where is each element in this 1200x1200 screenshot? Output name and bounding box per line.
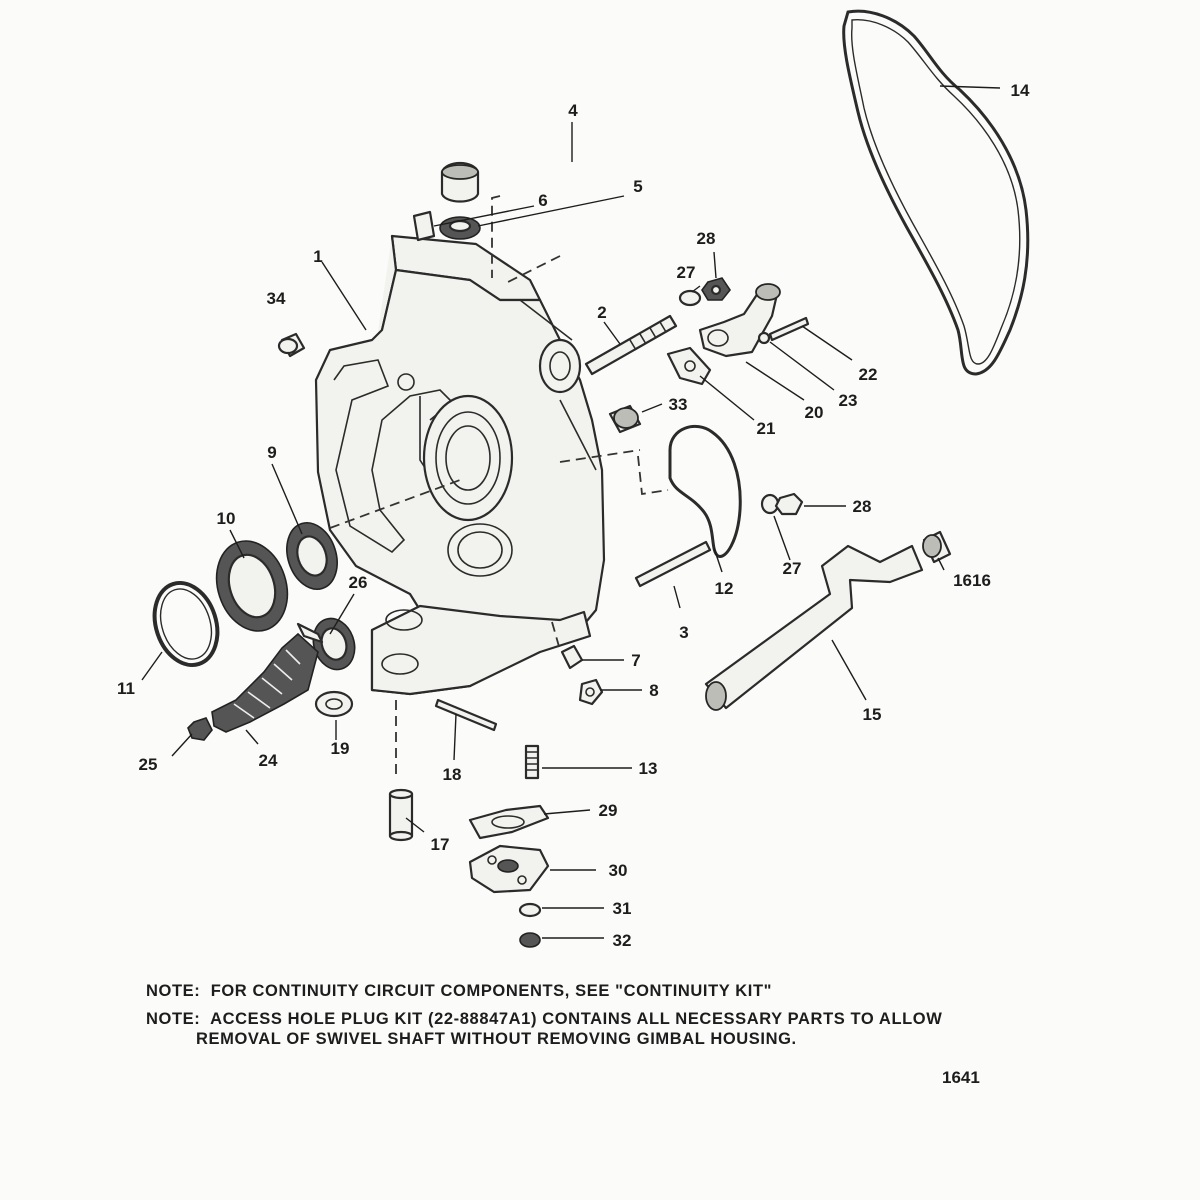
part-29-gasket bbox=[468, 804, 550, 840]
callout-18: 18 bbox=[443, 765, 462, 784]
callout-9: 9 bbox=[267, 443, 276, 462]
callout-8: 8 bbox=[649, 681, 658, 700]
callout-28-lower: 28 bbox=[853, 497, 872, 516]
part-34-plug bbox=[277, 332, 306, 358]
part-22-screw bbox=[768, 316, 810, 342]
callout-20: 20 bbox=[805, 403, 824, 422]
part-19-washer bbox=[314, 690, 354, 718]
callout-26: 26 bbox=[349, 573, 368, 592]
part-5-guide-line bbox=[507, 255, 561, 283]
part-24-bellows bbox=[211, 622, 324, 733]
callout-leaders bbox=[141, 85, 1001, 939]
part-9-bearing bbox=[286, 522, 338, 590]
part-31-washer bbox=[518, 902, 542, 918]
callout-24: 24 bbox=[259, 751, 278, 770]
part-7-guide-line bbox=[551, 621, 561, 651]
note-continuity-kit: NOTE: FOR CONTINUITY CIRCUIT COMPONENTS,… bbox=[146, 982, 773, 1000]
part-33-bushing bbox=[608, 404, 642, 434]
callout-2: 2 bbox=[597, 303, 606, 322]
callout-19: 19 bbox=[331, 739, 350, 758]
part-30-cover bbox=[468, 844, 550, 894]
callout-31: 31 bbox=[613, 899, 632, 918]
part-32-nut bbox=[519, 932, 541, 948]
callout-17: 17 bbox=[431, 835, 450, 854]
part-6-guide-line bbox=[491, 195, 501, 278]
callout-numbers: 1 2 3 4 5 6 7 8 9 10 11 12 13 14 15 1616… bbox=[117, 81, 1030, 950]
part-16-sleeve bbox=[922, 530, 952, 564]
callout-34: 34 bbox=[267, 289, 286, 308]
part-7-fitting bbox=[560, 644, 584, 670]
callout-16: 1616 bbox=[953, 571, 991, 590]
part-28-nut-lower bbox=[774, 492, 804, 516]
part-11-ring bbox=[152, 580, 220, 668]
callout-27-top: 27 bbox=[677, 263, 696, 282]
callout-4: 4 bbox=[568, 101, 578, 120]
part-12-gasket bbox=[668, 424, 742, 558]
callout-27-lower: 27 bbox=[783, 559, 802, 578]
callout-5: 5 bbox=[633, 177, 642, 196]
callout-22: 22 bbox=[859, 365, 878, 384]
part-10-bearing-race bbox=[215, 540, 289, 632]
callout-28-top: 28 bbox=[697, 229, 716, 248]
callout-30: 30 bbox=[609, 861, 628, 880]
callout-12: 12 bbox=[715, 579, 734, 598]
callout-3: 3 bbox=[679, 623, 688, 642]
part-15-hose bbox=[704, 544, 924, 711]
callout-32: 32 bbox=[613, 931, 632, 950]
callout-1: 1 bbox=[313, 247, 322, 266]
part-14-gasket bbox=[842, 9, 1030, 376]
part-8-clip bbox=[578, 678, 604, 706]
callout-11: 11 bbox=[117, 679, 135, 698]
part-2-stud bbox=[584, 314, 678, 376]
part-4-cap bbox=[440, 161, 480, 203]
part-21-gasket bbox=[666, 346, 712, 386]
part-27-washer-lower bbox=[760, 493, 780, 515]
note-access-hole-plug-kit: NOTE: ACCESS HOLE PLUG KIT (22-88847A1) … bbox=[146, 1010, 943, 1028]
part-3-stud bbox=[634, 540, 712, 588]
part-1-gimbal-housing bbox=[314, 234, 606, 696]
part-23-washer bbox=[757, 331, 771, 345]
callout-29: 29 bbox=[599, 801, 618, 820]
part-18-pin bbox=[434, 698, 498, 732]
bearing-axis-guide-line bbox=[329, 449, 641, 529]
note-access-hole-plug-kit-line2: REMOVAL OF SWIVEL SHAFT WITHOUT REMOVING… bbox=[196, 1030, 797, 1048]
part-26-clamp bbox=[312, 617, 356, 671]
callout-6: 6 bbox=[538, 191, 547, 210]
callout-21: 21 bbox=[757, 419, 776, 438]
callout-23: 23 bbox=[839, 391, 858, 410]
callout-14: 14 bbox=[1011, 81, 1030, 100]
part-28-nut-top bbox=[701, 277, 731, 301]
callout-33: 33 bbox=[669, 395, 688, 414]
figure-number: 1641 bbox=[942, 1068, 980, 1087]
part-25-nut bbox=[187, 717, 213, 741]
callout-10: 10 bbox=[217, 509, 236, 528]
callout-13: 13 bbox=[639, 759, 658, 778]
callout-15: 15 bbox=[863, 705, 882, 724]
part-6-plug bbox=[412, 210, 436, 242]
callout-25: 25 bbox=[139, 755, 158, 774]
callout-7: 7 bbox=[631, 651, 640, 670]
part-13-stud bbox=[524, 744, 540, 780]
part-12-guide-line bbox=[637, 455, 669, 496]
part-27-washer-top bbox=[678, 289, 702, 307]
part-17-pin bbox=[388, 788, 414, 842]
